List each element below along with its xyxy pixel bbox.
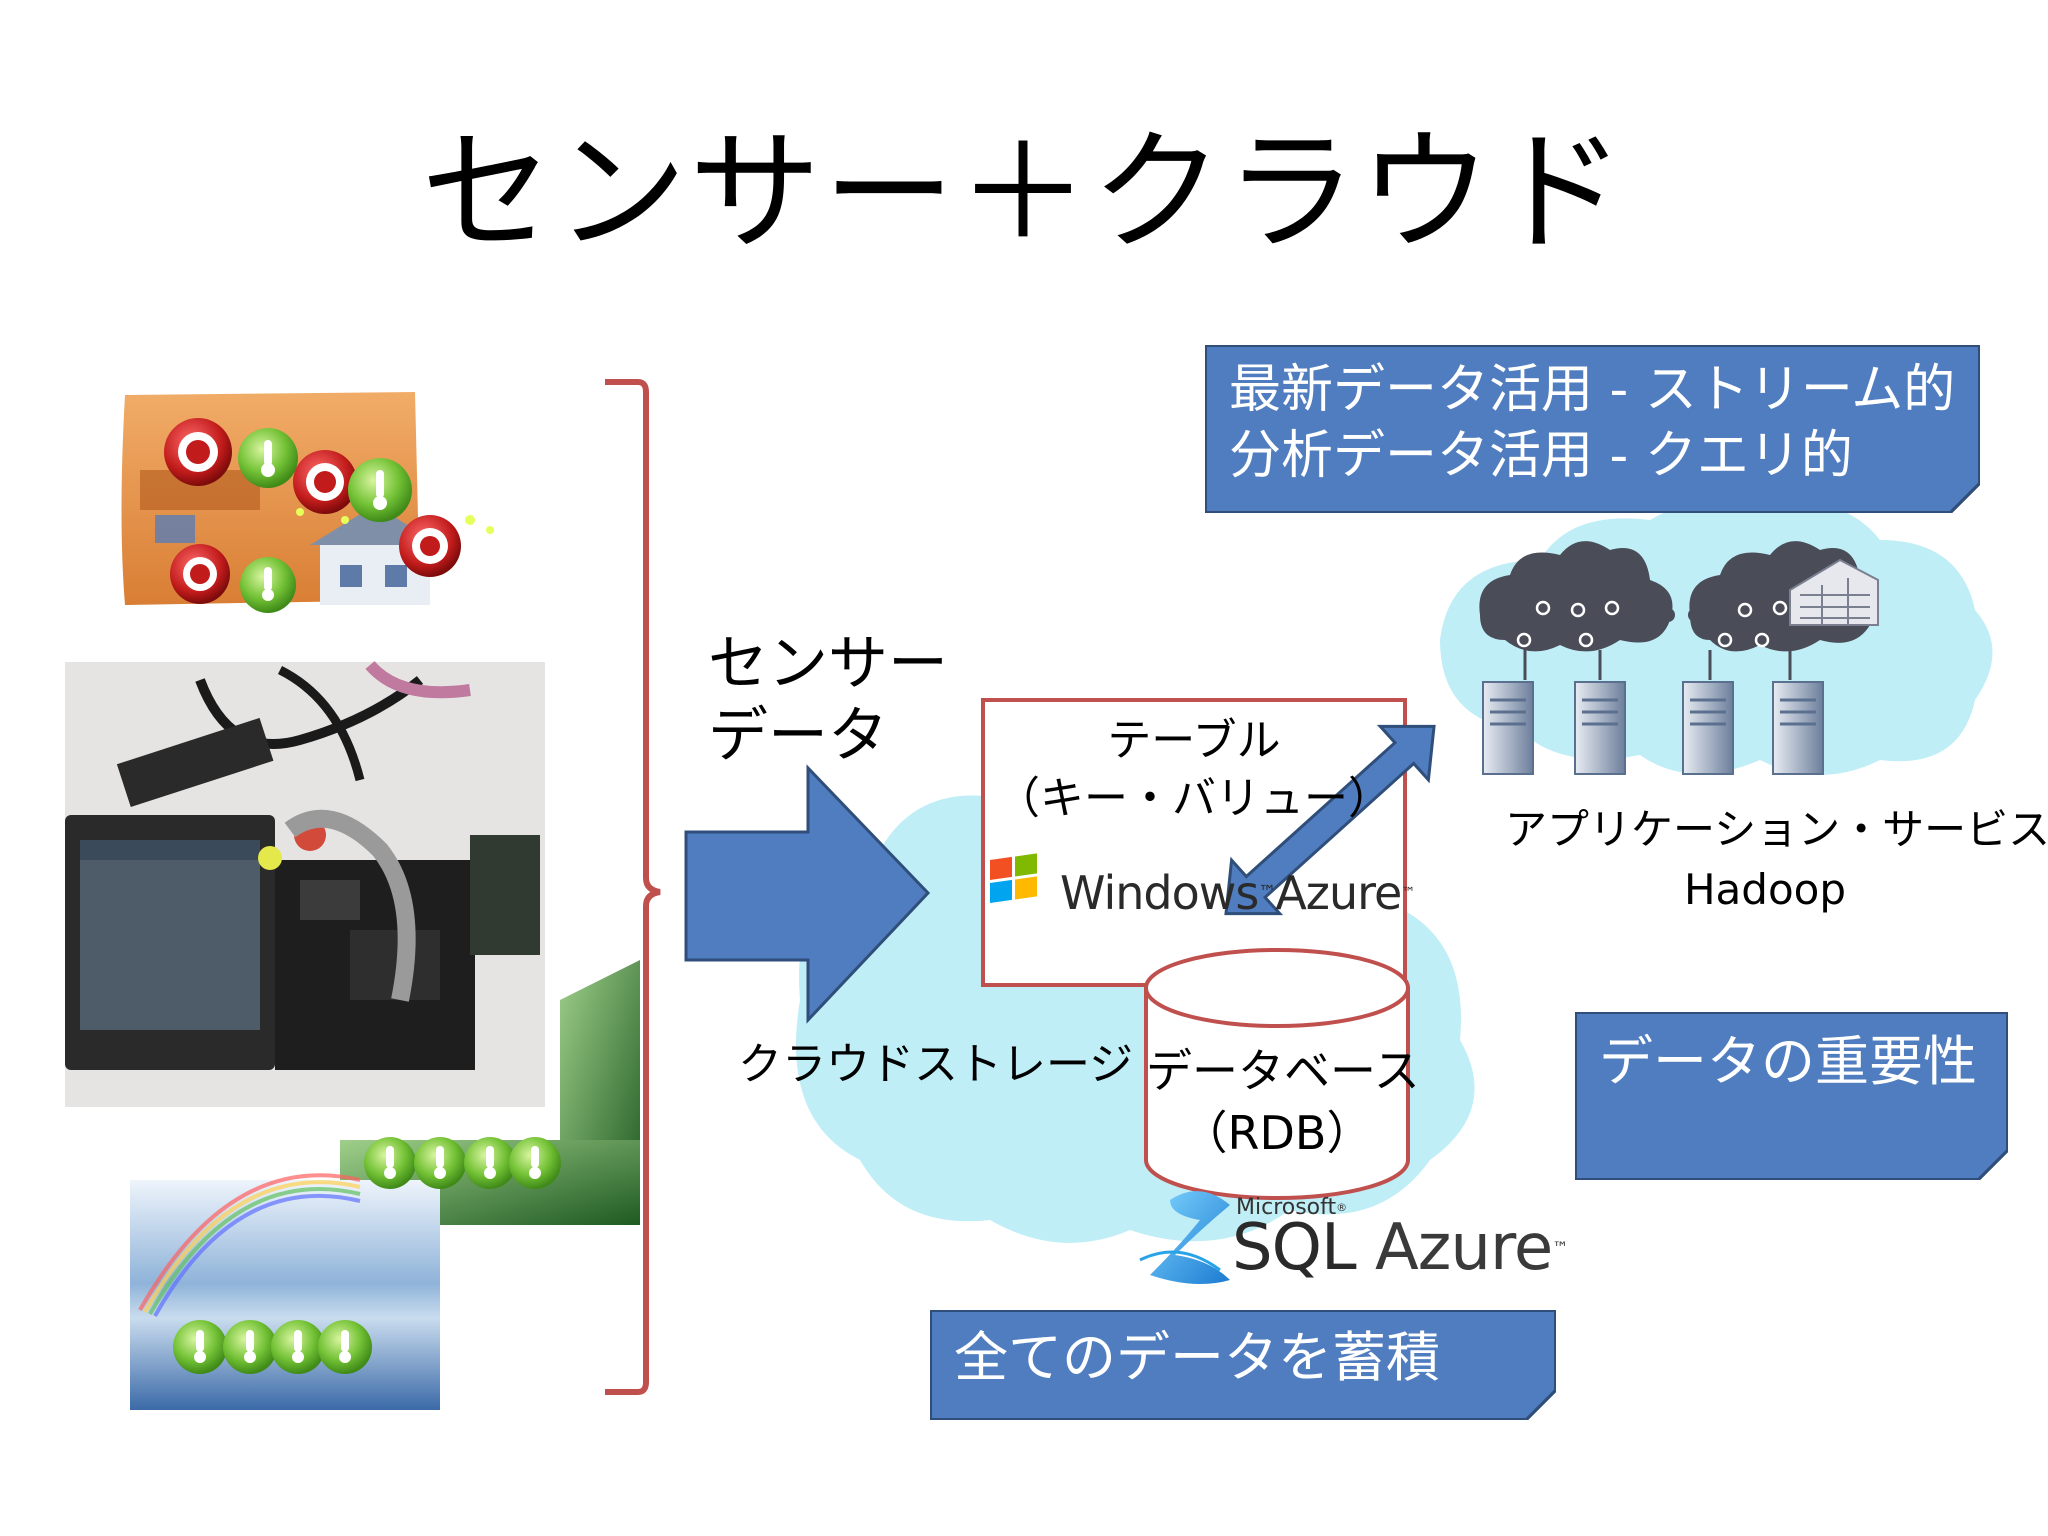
environment-photo — [130, 960, 640, 1410]
key-value-label: （キー・バリュー） — [996, 773, 1392, 824]
thermometer-icon — [240, 557, 296, 613]
data-flow-arrow — [684, 764, 931, 1024]
thermometer-icon — [364, 1137, 416, 1189]
sql-azure-tm: ™ — [1552, 1238, 1568, 1257]
thermometer-icon — [271, 1320, 325, 1374]
store-all-note: 全てのデータを蓄積 — [930, 1310, 1556, 1420]
sql-azure-word-azure: Azure — [1375, 1211, 1553, 1285]
windows-azure-tm-2: ™ — [1401, 885, 1415, 901]
store-all-note-text: 全てのデータを蓄積 — [954, 1326, 1440, 1389]
application-service-label: アプリケーション・サービス Hadoop — [1505, 800, 2048, 920]
server-connectors — [1523, 650, 1792, 680]
application-service-line: アプリケーション・サービス — [1505, 805, 2048, 854]
dark-cloud-left — [1479, 541, 1673, 652]
usage-note-line-2: 分析データ活用 - クエリ的 — [1229, 426, 1853, 486]
microsoft-reg: ® — [1336, 1201, 1348, 1214]
note-fold-corner — [1978, 1150, 2008, 1180]
server-icon — [1482, 681, 1534, 775]
usage-note-line-1: 最新データ活用 - ストリーム的 — [1229, 360, 1956, 420]
thermometer-icon — [238, 428, 298, 488]
note-fold-corner — [1526, 1390, 1556, 1420]
sensor-data-line-1: センサー — [708, 629, 948, 699]
table-storage-box — [981, 698, 1407, 987]
hadoop-label: Hadoop — [1683, 865, 1847, 914]
sql-azure-word-sql: SQL — [1232, 1211, 1357, 1285]
page-title: センサー＋クラウド — [421, 116, 1627, 270]
plug-icon — [293, 450, 357, 514]
rdb-label: （RDB） — [1181, 1106, 1373, 1160]
microsoft-label: Microsoft® — [1236, 1196, 1347, 1220]
thermometer-icon — [414, 1137, 466, 1189]
thermometer-icon — [348, 458, 412, 522]
server-icon — [1682, 681, 1734, 775]
windows-azure-tm-1: ™ — [1258, 882, 1276, 903]
table-box-text: テーブル （キー・バリュー） — [983, 712, 1405, 828]
thermometer-icon — [223, 1320, 277, 1374]
thermometer-icon — [464, 1137, 516, 1189]
database-cylinder — [1144, 948, 1410, 1200]
plug-icon — [164, 418, 232, 486]
smart-home-photo — [121, 392, 494, 613]
sensor-data-label: センサー データ — [708, 628, 948, 772]
plug-icon — [399, 515, 461, 577]
database-label: データベース — [1146, 1044, 1420, 1098]
thermometer-icon — [509, 1137, 561, 1189]
importance-note-text: データの重要性 — [1599, 1030, 1977, 1093]
windows-azure-word-windows: Windows — [1060, 866, 1259, 920]
thermometer-icon — [318, 1320, 372, 1374]
sql-logo-icon — [1139, 1191, 1230, 1284]
plug-icon — [170, 544, 230, 604]
server-icon — [1574, 681, 1626, 775]
importance-note: データの重要性 — [1575, 1012, 2008, 1180]
windows-azure-word-azure: Azure — [1275, 866, 1402, 920]
sensor-board-photo — [65, 660, 545, 1107]
bidirectional-arrow — [1224, 724, 1436, 916]
note-fold-corner — [1950, 483, 1980, 513]
windows-logo-icon — [990, 853, 1037, 903]
usage-note: 最新データ活用 - ストリーム的 分析データ活用 - クエリ的 — [1205, 345, 1980, 513]
sql-azure-logo: SQL Azure™ — [1232, 1210, 1568, 1286]
database-text: データベース （RDB） — [1146, 1040, 1420, 1164]
building-icon — [1789, 558, 1879, 626]
server-icon — [1772, 681, 1824, 775]
cloud-storage-label: クラウドストレージ — [738, 1039, 1134, 1090]
thermometer-icon — [173, 1320, 227, 1374]
windows-azure-logo: Windows™Azure™ — [1060, 865, 1415, 921]
grouping-bracket — [605, 379, 661, 1395]
sensor-data-line-2: データ — [708, 701, 888, 771]
table-label: テーブル — [1107, 715, 1281, 766]
microsoft-text: Microsoft — [1236, 1195, 1337, 1220]
